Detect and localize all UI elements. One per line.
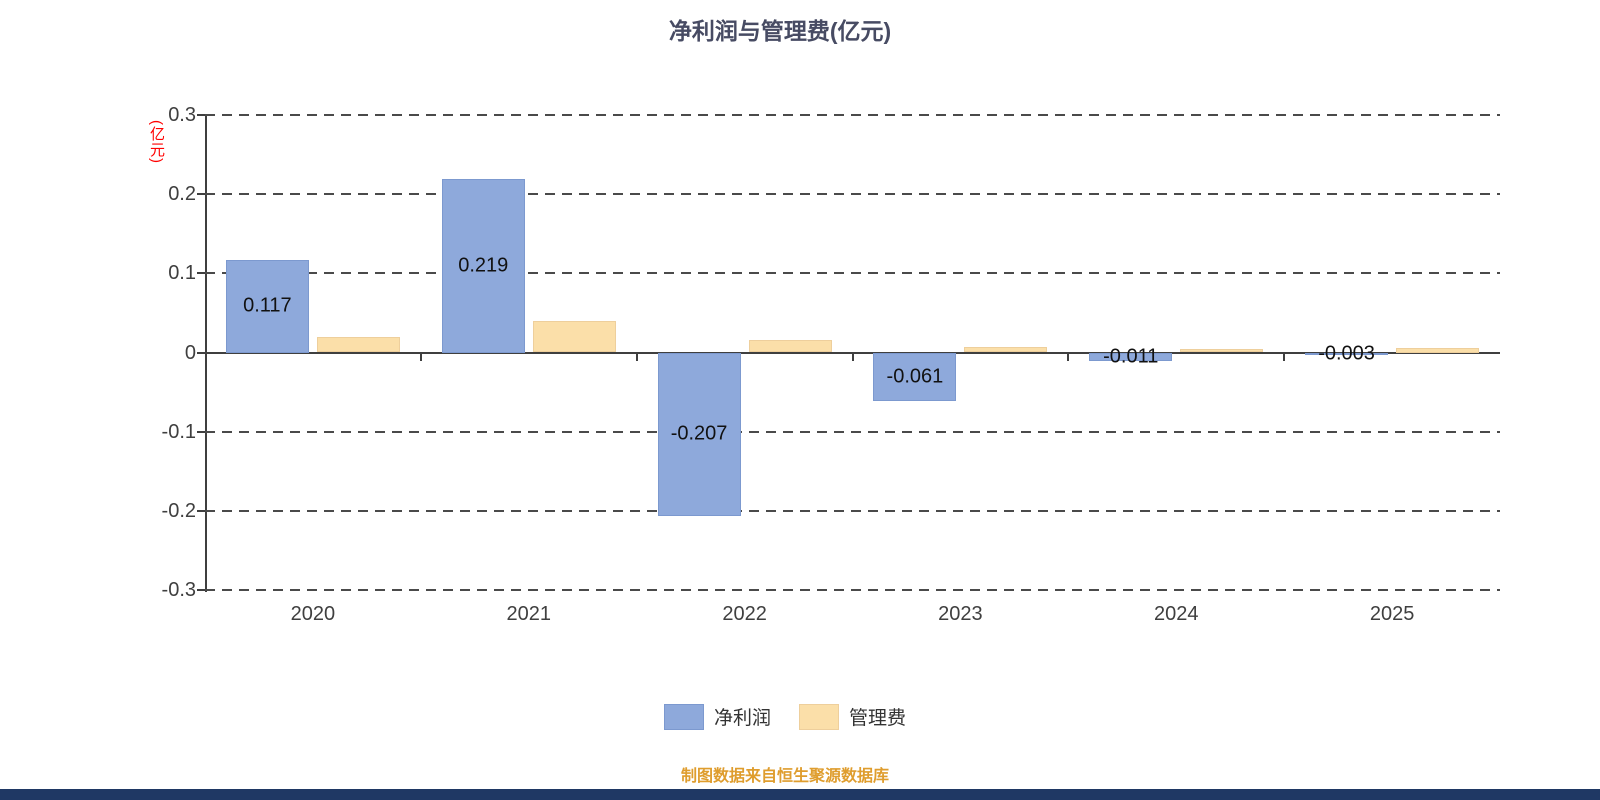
bar-net-profit-2022 bbox=[657, 352, 741, 517]
bar-net-profit-2021 bbox=[441, 179, 525, 353]
bar-management-fee-2020 bbox=[316, 337, 400, 353]
y-tick--0.2 bbox=[197, 509, 205, 512]
x-tick-3 bbox=[851, 352, 854, 361]
y-tick-label-0: 0 bbox=[184, 341, 196, 364]
bar-label-net-profit-2023: -0.061 bbox=[886, 365, 944, 388]
x-tick-label-2020: 2020 bbox=[290, 603, 336, 625]
gridline--0.3 bbox=[205, 589, 1500, 591]
legend-label-net-profit: 净利润 bbox=[713, 708, 771, 729]
y-tick-label-0.1: 0.1 bbox=[168, 262, 196, 285]
y-axis-spine bbox=[205, 115, 207, 592]
bar-management-fee-2023 bbox=[964, 346, 1048, 353]
legend-swatch-management-fee bbox=[799, 703, 839, 730]
x-tick-1 bbox=[419, 352, 422, 361]
x-tick-4 bbox=[1067, 352, 1070, 361]
bar-label-net-profit-2021: 0.219 bbox=[458, 254, 509, 277]
legend-item-management-fee: 管理费 bbox=[799, 703, 906, 730]
y-tick-label--0.3: -0.3 bbox=[161, 579, 196, 601]
plot-area: 0.117 0.219 -0.207 -0.061 -0.011 -0.003 bbox=[197, 114, 1500, 591]
bar-management-fee-2022 bbox=[748, 339, 832, 353]
y-tick-0.2 bbox=[197, 193, 205, 196]
bar-net-profit-2025 bbox=[1305, 352, 1389, 355]
bar-management-fee-2025 bbox=[1396, 347, 1480, 353]
y-axis-unit-label: (亿元) bbox=[148, 120, 165, 164]
bar-management-fee-2021 bbox=[532, 320, 616, 353]
data-source-note: 制图数据来自恒生聚源数据库 bbox=[680, 768, 889, 785]
legend-swatch-net-profit bbox=[663, 703, 704, 730]
x-tick-label-2023: 2023 bbox=[938, 603, 983, 625]
gridline--0.2 bbox=[205, 509, 1500, 512]
y-tick-0.3 bbox=[197, 114, 205, 116]
y-tick-label-0.3: 0.3 bbox=[168, 104, 196, 126]
legend-label-management-fee: 管理费 bbox=[849, 708, 907, 729]
legend: 净利润 管理费 bbox=[0, 703, 1570, 730]
bar-net-profit-2020 bbox=[225, 259, 309, 353]
x-tick-label-2024: 2024 bbox=[1154, 603, 1199, 625]
y-tick-label-0.2: 0.2 bbox=[168, 183, 196, 206]
gridline-0.3 bbox=[205, 114, 1500, 116]
gridline-0.1 bbox=[205, 272, 1500, 275]
y-tick-label--0.2: -0.2 bbox=[161, 499, 196, 522]
bar-label-net-profit-2020: 0.117 bbox=[243, 294, 292, 317]
y-tick--0.1 bbox=[197, 430, 205, 433]
y-tick--0.3 bbox=[197, 589, 205, 591]
bar-label-net-profit-2024: -0.011 bbox=[1103, 345, 1159, 368]
legend-item-net-profit: 净利润 bbox=[663, 703, 771, 730]
bar-net-profit-2024 bbox=[1089, 352, 1173, 362]
bar-net-profit-2023 bbox=[873, 352, 957, 401]
bottom-accent-bar bbox=[0, 789, 1600, 800]
bar-label-net-profit-2025: -0.003 bbox=[1318, 342, 1375, 365]
gridline-0.2 bbox=[205, 193, 1500, 196]
gridline--0.1 bbox=[205, 430, 1500, 433]
x-tick-5 bbox=[1283, 352, 1286, 361]
y-tick-0 bbox=[197, 351, 205, 354]
bar-label-net-profit-2022: -0.207 bbox=[670, 422, 728, 445]
x-tick-label-2022: 2022 bbox=[722, 603, 767, 625]
x-tick-label-2021: 2021 bbox=[506, 603, 552, 625]
y-tick-0.1 bbox=[197, 272, 205, 275]
x-tick-2 bbox=[635, 352, 638, 361]
y-tick-label--0.1: -0.1 bbox=[161, 420, 196, 443]
chart-title: 净利润与管理费(亿元) bbox=[668, 18, 892, 44]
x-tick-label-2025: 2025 bbox=[1369, 603, 1415, 625]
bar-management-fee-2024 bbox=[1180, 348, 1264, 353]
